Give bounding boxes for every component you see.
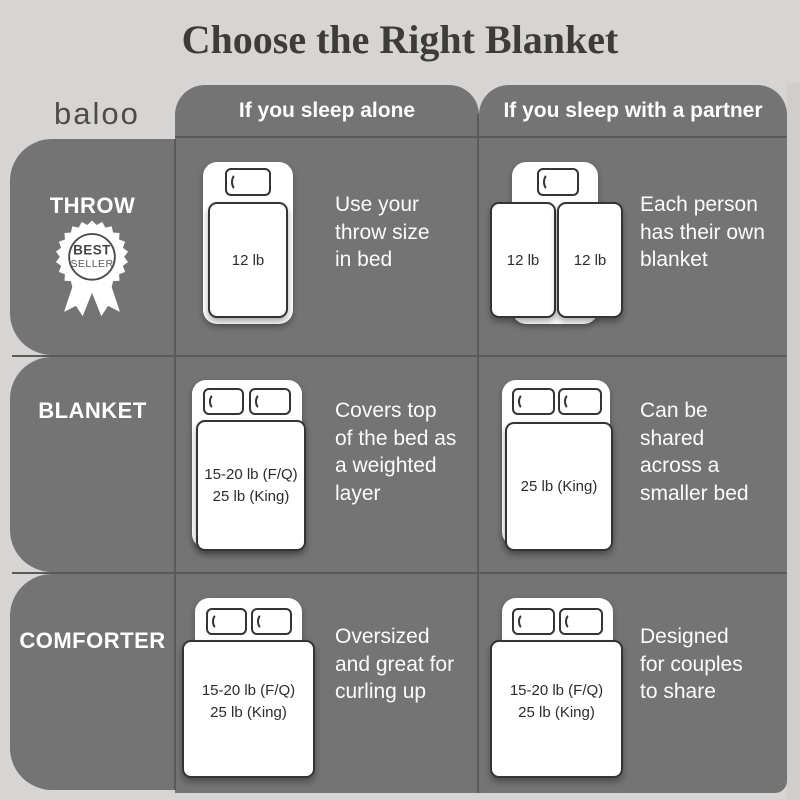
- cell-description: Each person has their own blanket: [640, 193, 765, 271]
- blanket-weight: 12 lb: [231, 251, 265, 269]
- bed-pillow: [559, 608, 603, 635]
- column-header-partner: If you sleep with a partner: [503, 99, 763, 122]
- brand-logo: baloo: [54, 96, 140, 131]
- badge-inner-circle: [68, 233, 116, 281]
- page-title: Choose the Right Blanket: [181, 17, 619, 62]
- row-cell-blanket: [10, 357, 175, 572]
- weighted-blanket: 15-20 lb (F/Q) 25 lb (King): [196, 420, 306, 551]
- bed-pillow: [537, 168, 579, 196]
- weighted-blanket: 12 lb: [557, 202, 623, 318]
- weighted-blanket: 15-20 lb (F/Q) 25 lb (King): [182, 640, 315, 778]
- blanket-weight: 15-20 lb (F/Q): [201, 681, 296, 699]
- blanket-weight: 15-20 lb (F/Q): [509, 681, 604, 699]
- divider-alone-partner: [477, 114, 479, 793]
- bed-pillow: [558, 388, 602, 415]
- divider-row1-row2: [12, 355, 787, 357]
- blanket-weight: 25 lb (King): [210, 703, 287, 721]
- column-header-alone: If you sleep alone: [238, 99, 416, 122]
- divider-labels-alone: [174, 139, 176, 790]
- blanket-weight: 25 lb (King): [518, 703, 595, 721]
- bed-pillow: [512, 608, 555, 635]
- weighted-blanket: 12 lb: [208, 202, 288, 318]
- row-cell-comforter: [10, 574, 175, 790]
- cell-description: Covers top of the bed as a weighted laye…: [335, 399, 457, 505]
- bed-pillow: [249, 388, 291, 415]
- bed-pillow: [225, 168, 271, 196]
- row-label-comforter: COMFORTER: [19, 628, 166, 653]
- cell-description: Oversized and great for curling up: [335, 625, 455, 703]
- bed-pillow: [203, 388, 244, 415]
- cell-description: Designed for couples to share: [640, 625, 743, 703]
- divider-header: [175, 136, 787, 138]
- cell-description: Use your throw size in bed: [335, 193, 430, 271]
- blanket-weight: 15-20 lb (F/Q): [204, 466, 298, 483]
- bed-pillow: [206, 608, 247, 635]
- right-edge-strip: [787, 83, 800, 800]
- blanket-weight: 12 lb: [573, 251, 607, 269]
- badge-text-seller: SELLER: [70, 258, 113, 270]
- row-label-blanket: BLANKET: [38, 398, 147, 423]
- best-seller-badge: BEST SELLER: [55, 220, 129, 317]
- blanket-weight: 25 lb (King): [212, 488, 290, 505]
- weighted-blanket: 15-20 lb (F/Q) 25 lb (King): [490, 640, 623, 778]
- weighted-blanket: 12 lb: [490, 202, 556, 318]
- row-label-throw: THROW: [49, 193, 136, 218]
- blanket-weight: 25 lb (King): [520, 478, 598, 495]
- weighted-blanket: 25 lb (King): [505, 422, 613, 551]
- divider-row2-row3: [12, 572, 787, 574]
- bed-pillow: [251, 608, 292, 635]
- bed-pillow: [512, 388, 555, 415]
- blanket-weight: 12 lb: [506, 251, 540, 269]
- badge-text-best: BEST: [73, 242, 111, 257]
- cell-description: Can be shared across a smaller bed: [640, 399, 749, 505]
